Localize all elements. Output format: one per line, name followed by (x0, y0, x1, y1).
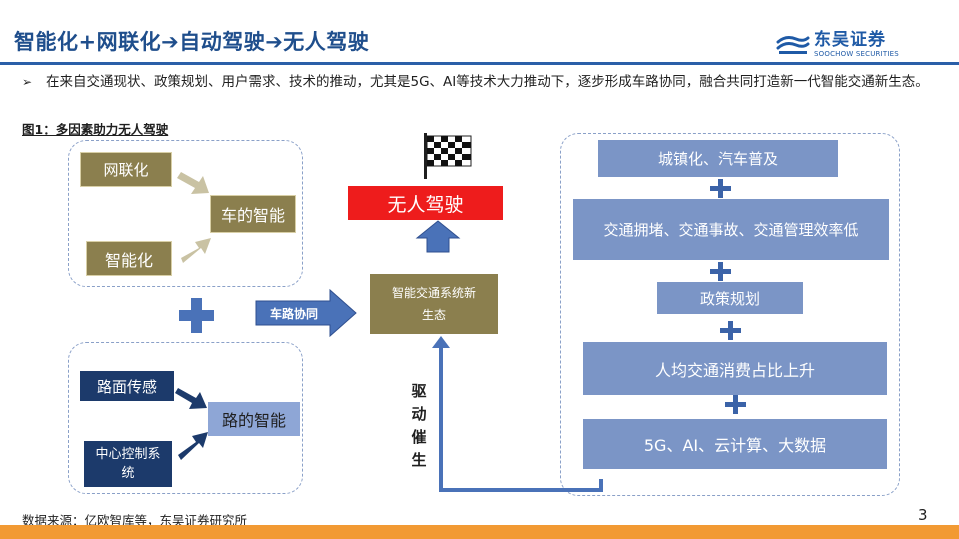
coordination-arrow (255, 288, 357, 338)
drivers-group (560, 133, 900, 496)
soochow-logo-icon (776, 34, 810, 56)
plus-icon (720, 321, 741, 340)
up-arrow-icon (415, 220, 461, 253)
plus-icon (710, 179, 731, 198)
network-to-car-arrow (177, 172, 209, 194)
drive-label: 驱 动 催 生 (407, 380, 431, 472)
logo-name: 东吴证券 (814, 30, 886, 50)
network-box: 网联化 (80, 152, 172, 187)
car-intelligence-group (68, 140, 303, 287)
driver-technology: 5G、AI、云计算、大数据 (583, 419, 887, 469)
driver-traffic-problems: 交通拥堵、交通事故、交通管理效率低 (573, 199, 889, 260)
plus-icon (710, 262, 731, 281)
drive-char: 驱 (411, 382, 427, 400)
road-intelligence-box: 路的智能 (208, 402, 300, 436)
road-intelligence-group (68, 342, 303, 494)
plus-icon (725, 395, 746, 414)
drive-arrowhead (432, 336, 450, 348)
driver-policy: 政策规划 (657, 282, 803, 314)
intelligent-box: 智能化 (86, 241, 172, 276)
checkered-flag-icon (424, 133, 472, 179)
intelligent-to-car-arrow (181, 238, 211, 263)
figure-label: 图1：多因素助力无人驾驶 (22, 122, 169, 137)
ecosystem-box: 智能交通系统新生态 (370, 274, 498, 334)
intro-text: 在来自交通现状、政策规划、用户需求、技术的推动，尤其是5G、AI等技术大力推动下… (46, 74, 929, 90)
bullet-marker: ➢ (22, 75, 33, 89)
coordination-label: 车路协同 (269, 306, 318, 321)
sensing-to-road-arrow (175, 388, 207, 409)
drive-char: 动 (411, 405, 427, 423)
title-divider (0, 62, 959, 65)
intro-bullet: ➢ 在来自交通现状、政策规划、用户需求、技术的推动，尤其是5G、AI等技术大力推… (22, 73, 942, 91)
control-to-road-arrow (178, 432, 208, 460)
central-control-box: 中心控制系统 (84, 441, 172, 487)
company-logo: 东吴证券 SOOCHOW SECURITIES (776, 32, 899, 58)
road-sensing-box: 路面传感 (80, 371, 174, 401)
drive-char: 生 (411, 451, 427, 469)
drive-char: 催 (411, 428, 427, 446)
logo-english-name: SOOCHOW SECURITIES (814, 50, 899, 58)
car-intelligence-box: 车的智能 (210, 195, 296, 233)
data-source: 数据来源：亿欧智库等，东吴证券研究所 (22, 513, 248, 528)
plus-icon (179, 298, 214, 333)
driver-consumption: 人均交通消费占比上升 (583, 342, 887, 395)
page-number: 3 (918, 506, 928, 524)
driver-urbanization: 城镇化、汽车普及 (598, 140, 838, 177)
page-title: 智能化+网联化➔自动驾驶➔无人驾驶 (14, 30, 370, 54)
bottom-accent-bar (0, 525, 959, 539)
drive-connector (439, 346, 603, 492)
goal-box: 无人驾驶 (348, 186, 503, 220)
